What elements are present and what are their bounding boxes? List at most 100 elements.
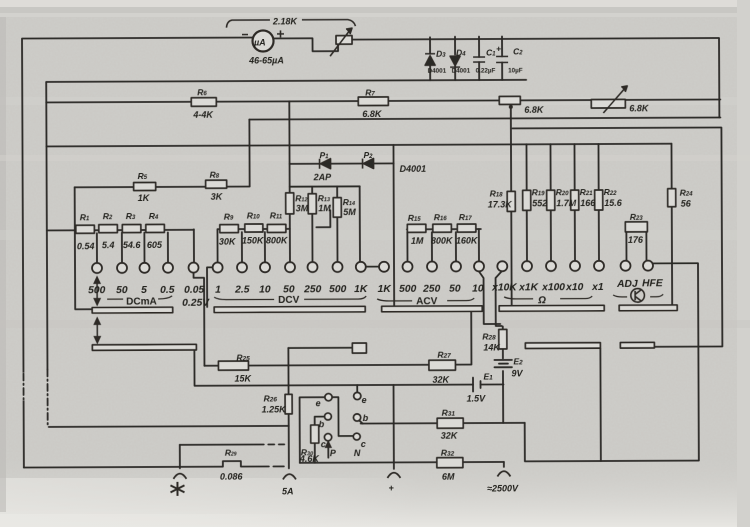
svg-text:R9: R9 [224,212,234,222]
svg-text:e: e [316,398,321,408]
svg-text:P: P [330,448,337,458]
svg-text:R18: R18 [490,188,504,198]
svg-text:46-65µA: 46-65µA [248,55,284,65]
svg-text:P1: P1 [320,150,330,160]
svg-text:D3: D3 [436,49,446,59]
svg-text:1: 1 [215,285,221,296]
svg-text:3K: 3K [211,192,224,202]
svg-text:DCmA: DCmA [126,296,157,307]
svg-text:c: c [361,439,366,449]
svg-text:1.5V: 1.5V [467,394,487,404]
svg-text:b: b [363,413,369,423]
svg-text:R25: R25 [236,353,250,363]
svg-text:2.18K: 2.18K [272,16,299,26]
svg-text:R7: R7 [365,87,375,97]
svg-text:R30: R30 [301,447,313,457]
svg-text:6M: 6M [442,472,455,482]
svg-text:605: 605 [147,240,163,250]
svg-text:R29: R29 [225,448,237,458]
svg-text:1K: 1K [138,193,151,203]
svg-text:c: c [321,439,326,449]
svg-text:176: 176 [628,235,644,245]
svg-text:17.3K: 17.3K [488,199,514,209]
svg-text:C2: C2 [513,46,523,56]
svg-text:R1: R1 [80,212,90,222]
svg-text:D4001: D4001 [452,68,471,75]
svg-text:ADJ: ADJ [616,279,638,290]
svg-text:R14: R14 [343,197,355,207]
svg-text:R32: R32 [441,448,455,458]
svg-text:1K: 1K [378,284,393,295]
svg-text:Ω: Ω [537,295,546,306]
svg-text:R27: R27 [437,350,451,360]
svg-text:P2: P2 [364,150,374,160]
svg-text:+: + [388,483,394,493]
svg-text:R20: R20 [556,187,570,197]
svg-text:2AP: 2AP [313,172,333,182]
svg-text:R5: R5 [138,171,148,181]
svg-text:10: 10 [259,284,271,295]
svg-text:10µF: 10µF [508,67,523,74]
svg-text:500: 500 [399,284,417,295]
svg-text:3M: 3M [296,203,309,213]
svg-text:R22: R22 [604,187,618,197]
svg-text:x10: x10 [565,282,584,293]
svg-text:5M: 5M [343,207,356,217]
svg-text:6.8K: 6.8K [524,105,545,115]
svg-text:6.8K: 6.8K [629,103,650,113]
svg-text:R13: R13 [318,193,330,203]
svg-text:R26: R26 [264,393,278,403]
svg-text:32K: 32K [441,431,459,441]
svg-text:HFE: HFE [642,278,664,289]
svg-text:1.25K: 1.25K [262,404,288,414]
svg-text:1M: 1M [318,203,331,213]
svg-text:R24: R24 [680,188,694,198]
svg-text:4-4K: 4-4K [192,110,214,120]
svg-text:D4001: D4001 [400,164,427,174]
svg-text:DCV: DCV [278,295,299,306]
svg-text:15K: 15K [234,374,252,384]
svg-text:6.8K: 6.8K [362,109,383,119]
svg-text:14K: 14K [483,342,501,352]
svg-text:R15: R15 [408,213,422,223]
svg-text:R4: R4 [149,211,159,221]
svg-text:5.4: 5.4 [102,240,115,250]
svg-text:x100: x100 [541,282,565,293]
svg-text:2.5: 2.5 [234,285,250,296]
svg-text:250: 250 [303,284,322,295]
svg-text:50: 50 [116,285,128,296]
svg-text:µA: µA [253,37,266,47]
svg-text:x1K: x1K [518,282,540,293]
svg-text:150K: 150K [242,235,265,245]
svg-text:R28: R28 [482,331,496,341]
svg-text:0.5: 0.5 [160,285,175,296]
svg-text:R11: R11 [270,210,283,220]
svg-text:10: 10 [472,284,484,295]
svg-text:x1: x1 [591,282,604,293]
svg-text:0.086: 0.086 [220,472,244,482]
svg-text:0.25V: 0.25V [182,298,210,309]
svg-text:0.05: 0.05 [184,285,204,296]
svg-text:E1: E1 [483,371,493,381]
svg-text:50: 50 [449,284,461,295]
svg-text:800K: 800K [431,236,454,246]
svg-text:N: N [354,448,361,458]
svg-text:54.6: 54.6 [123,240,142,250]
svg-text:500: 500 [88,285,106,296]
svg-text:b: b [319,419,325,429]
svg-text:0.54: 0.54 [77,241,95,251]
svg-text:≈2500V: ≈2500V [487,483,519,493]
svg-text:R6: R6 [197,87,207,97]
svg-text:166: 166 [580,198,596,208]
svg-text:R23: R23 [630,212,644,222]
svg-text:R17: R17 [459,212,473,222]
svg-text:5A: 5A [282,486,294,496]
svg-text:1K: 1K [354,284,369,295]
svg-text:R12: R12 [295,193,307,203]
svg-text:R8: R8 [210,170,220,180]
svg-text:0.22µF: 0.22µF [476,67,496,74]
svg-text:160K: 160K [456,236,479,246]
svg-text:32K: 32K [432,375,450,385]
svg-text:R31: R31 [442,408,456,418]
svg-text:+: + [496,43,501,53]
